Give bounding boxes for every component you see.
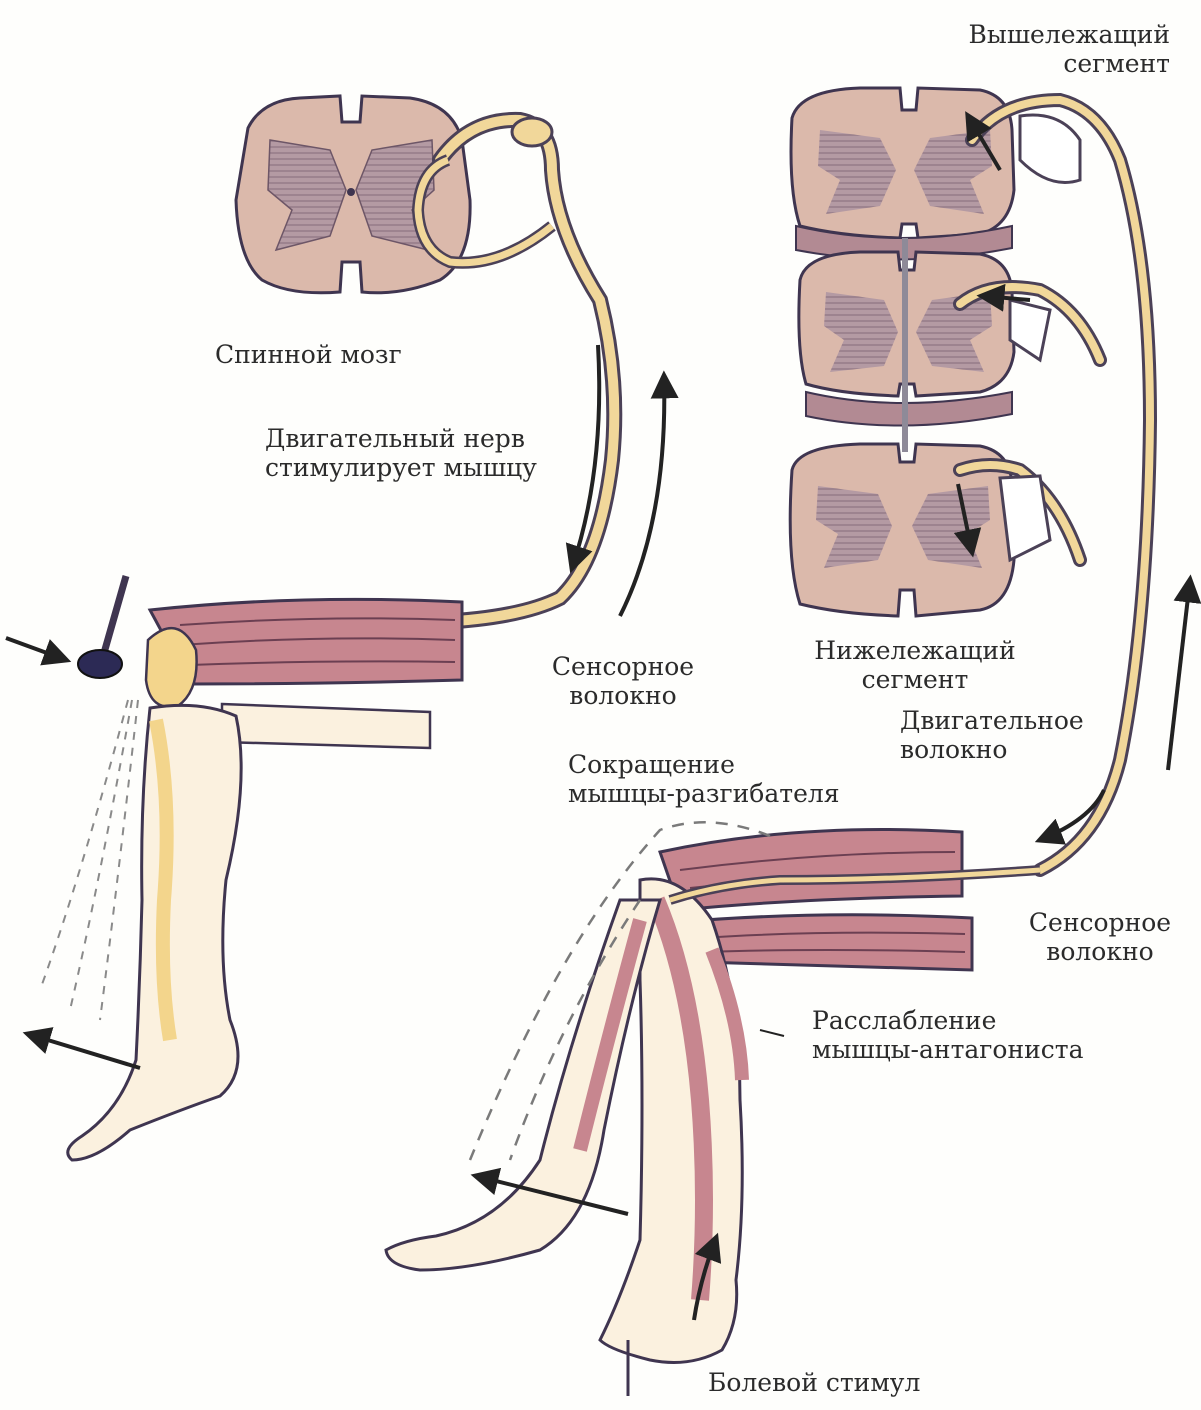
sensory-fiber-label-right: Сенсорное волокно bbox=[1008, 908, 1192, 966]
lower-segment-label: Нижележащий сегмент bbox=[790, 636, 1040, 694]
leg-right bbox=[386, 830, 972, 1363]
kick-direction-arrow bbox=[28, 1034, 140, 1068]
spinal-cord-segment-upper bbox=[791, 88, 1014, 260]
motor-fiber-label: Двигательное волокно bbox=[900, 706, 1084, 764]
antagonist-leader-line bbox=[760, 1030, 784, 1036]
leg-swing-trail bbox=[40, 700, 138, 1020]
antagonist-relaxation-label: Расслабление мышцы-антагониста bbox=[812, 1006, 1084, 1064]
pain-stimulus-label: Болевой стимул bbox=[708, 1368, 920, 1397]
upper-segment-label: Вышележащий сегмент bbox=[930, 20, 1170, 78]
motor-nerve-label: Двигательный нерв стимулирует мышцу bbox=[265, 424, 537, 482]
reflex-hammer-icon bbox=[78, 576, 126, 678]
hammer-strike-arrow bbox=[6, 638, 66, 660]
leg-left bbox=[68, 599, 462, 1160]
sensory-ascending-arrow bbox=[1168, 580, 1190, 770]
sensory-direction-arrow bbox=[620, 376, 664, 616]
sensory-fiber-label-left: Сенсорное волокно bbox=[528, 652, 718, 710]
extensor-contraction-label: Сокращение мышцы-разгибателя bbox=[568, 750, 840, 808]
spinal-cord-section-left bbox=[236, 96, 470, 293]
spinal-cord-label: Спинной мозг bbox=[215, 340, 402, 369]
